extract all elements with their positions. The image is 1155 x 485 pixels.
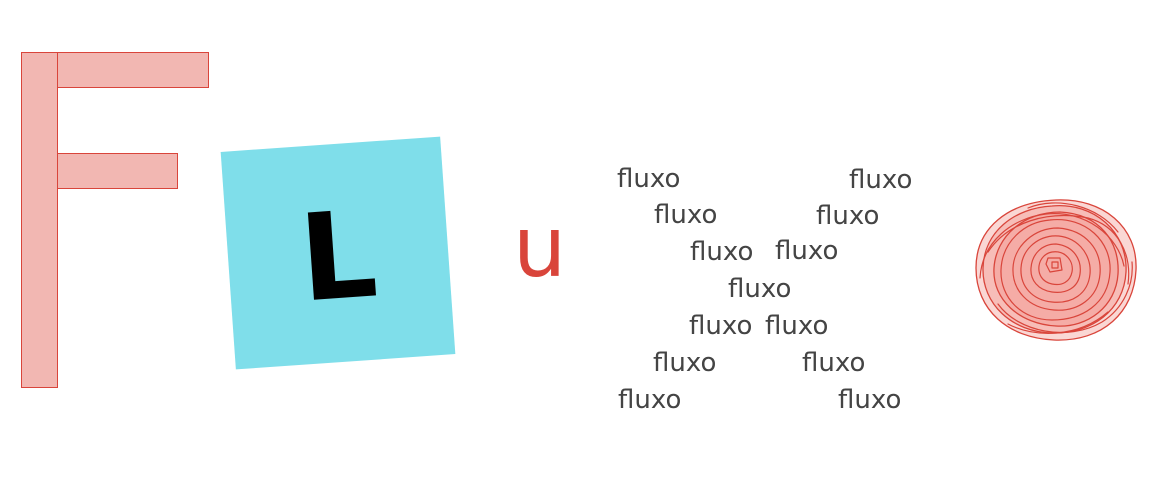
- fluxo-word: fluxo: [617, 164, 681, 194]
- letter-f-stem: [21, 52, 58, 388]
- fluxo-word: fluxo: [775, 236, 839, 266]
- letter-l: L: [295, 185, 382, 330]
- fluxo-word: fluxo: [690, 237, 754, 267]
- fluxo-word: fluxo: [728, 274, 792, 304]
- letter-f-middle-bar: [57, 153, 178, 189]
- fluxo-word: fluxo: [816, 201, 880, 231]
- letter-o-scribble: [975, 199, 1137, 341]
- fluxo-word: fluxo: [689, 311, 753, 341]
- fluxo-word: fluxo: [765, 311, 829, 341]
- fluxo-word: fluxo: [618, 385, 682, 415]
- fluxo-word: fluxo: [849, 165, 913, 195]
- fluxo-word: fluxo: [653, 348, 717, 378]
- letter-l-card: L: [220, 136, 456, 370]
- fluxo-word: fluxo: [654, 200, 718, 230]
- fluxo-word: fluxo: [838, 385, 902, 415]
- letter-f-top-bar: [33, 52, 209, 88]
- letter-u: u: [513, 198, 567, 296]
- fluxo-word: fluxo: [802, 348, 866, 378]
